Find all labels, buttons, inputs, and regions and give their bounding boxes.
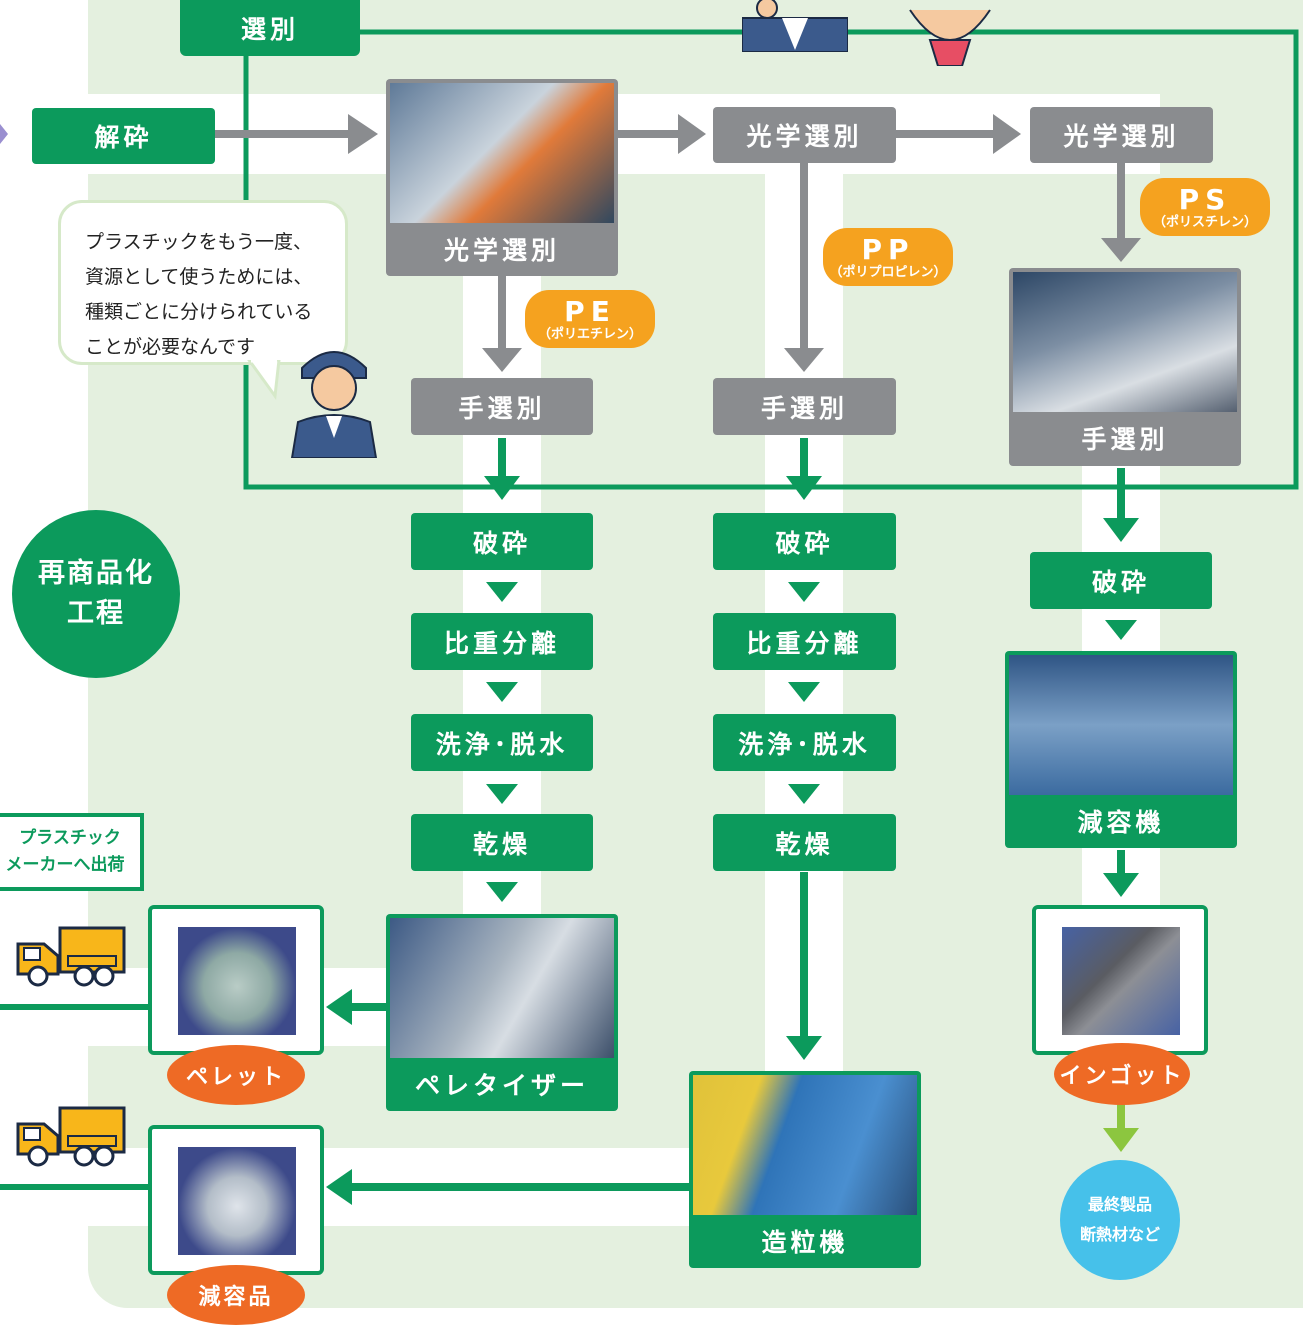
pelletizer-photo: [390, 918, 614, 1058]
volume-reducer-card: 減容機: [1005, 651, 1237, 848]
bubble-tail: [247, 360, 281, 400]
pelletizer-caption: ペレタイザー: [414, 1070, 589, 1100]
optical-sort-card: 光学選別: [386, 79, 618, 276]
pellet-frame: [148, 905, 324, 1055]
pp-wash: 洗浄･脱水: [713, 714, 896, 771]
worker-illustration: [288, 338, 380, 459]
reduced-label: 減容品: [167, 1265, 305, 1325]
hand-sort-ps-caption: 手選別: [1081, 425, 1169, 454]
process-badge-line: 工程: [67, 598, 125, 629]
pe-code: PE: [564, 295, 616, 328]
shipping-line: プラスチック: [19, 828, 121, 848]
crush-step: 解砕: [32, 108, 215, 164]
reduced-frame: [148, 1125, 324, 1275]
pe-gravity: 比重分離: [411, 613, 593, 670]
speech-line: プラスチックをもう一度、: [85, 231, 313, 253]
hand-sort-ps-card: 手選別: [1009, 268, 1241, 466]
granulator-photo: [693, 1075, 917, 1215]
pp-badge: PP （ポリプロピレン）: [823, 228, 953, 286]
pp-code: PP: [861, 233, 915, 266]
truck-icon: [14, 1106, 126, 1168]
select-label: 選別: [180, 0, 360, 56]
hand-sort-pe: 手選別: [411, 378, 593, 435]
ps-name: （ポリスチレン）: [1152, 215, 1257, 230]
optical-sorter-photo: [390, 83, 614, 223]
ps-badge: PS （ポリスチレン）: [1140, 178, 1270, 236]
pp-gravity: 比重分離: [713, 613, 896, 670]
ps-crush: 破砕: [1030, 552, 1212, 609]
final-product-circle: 最終製品 断熱材など: [1060, 1160, 1180, 1280]
pp-crush: 破砕: [713, 513, 896, 570]
granulator-card: 造粒機: [689, 1071, 921, 1268]
truck-icon: [14, 926, 126, 988]
pellet-photo: [178, 927, 296, 1035]
pe-dry: 乾燥: [411, 814, 593, 871]
speech-line: 資源として使うためには、: [85, 266, 313, 288]
pe-crush: 破砕: [411, 513, 593, 570]
hand-sort-photo: [1013, 272, 1237, 412]
pp-name: （ポリプロピレン）: [829, 265, 947, 280]
pe-name: （ポリエチレン）: [537, 327, 642, 342]
ingot-label: インゴット: [1054, 1043, 1190, 1105]
final-product-line: 断熱材など: [1079, 1225, 1160, 1244]
optical-sort-pp: 光学選別: [713, 107, 896, 163]
shipping-label: プラスチック メーカーへ出荷: [0, 813, 144, 891]
process-badge-line: 再商品化: [38, 558, 154, 589]
shipping-line: メーカーへ出荷: [5, 855, 125, 875]
woman-illustration-top: [900, 0, 1000, 67]
reduced-photo: [178, 1147, 296, 1255]
speech-line: 種類ごとに分けられている: [85, 301, 313, 323]
pellet-label: ペレット: [167, 1045, 305, 1105]
pe-wash: 洗浄･脱水: [411, 714, 593, 771]
speech-line: ことが必要なんです: [85, 336, 256, 358]
final-product-line: 最終製品: [1087, 1195, 1152, 1214]
ps-code: PS: [1178, 183, 1232, 216]
worker-illustration-top: [741, 0, 849, 53]
pp-dry: 乾燥: [713, 814, 896, 871]
optical-sort-ps: 光学選別: [1030, 107, 1213, 163]
volume-reducer-photo: [1009, 655, 1233, 795]
ingot-frame: [1032, 905, 1208, 1055]
volume-reducer-caption: 減容機: [1077, 807, 1165, 837]
pelletizer-card: ペレタイザー: [386, 914, 618, 1111]
process-badge: 再商品化 工程: [12, 510, 180, 678]
optical-sort-caption: 光学選別: [443, 235, 560, 265]
hand-sort-pp: 手選別: [713, 378, 896, 435]
pe-badge: PE （ポリエチレン）: [525, 290, 655, 348]
granulator-caption: 造粒機: [761, 1227, 849, 1257]
ingot-photo: [1062, 927, 1180, 1035]
speech-bubble: プラスチックをもう一度、 資源として使うためには、 種類ごとに分けられている こ…: [58, 200, 348, 365]
